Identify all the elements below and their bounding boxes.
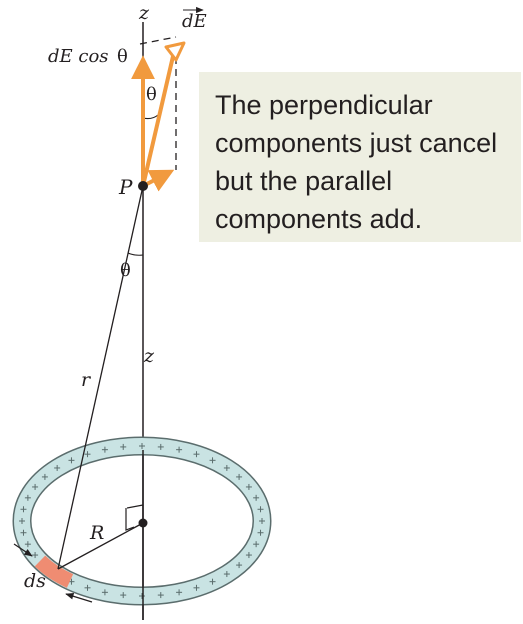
label-theta-top: θ [146, 84, 157, 105]
dE-vector [141, 51, 176, 187]
ring-center-dot [138, 518, 148, 528]
label-ds: ds [24, 570, 46, 592]
ring-charges [19, 443, 265, 599]
dE-vector-head [164, 41, 186, 62]
label-dE-cos-prefix: dE cos [48, 46, 109, 67]
label-dE: dE [182, 11, 207, 32]
label-dE-cos-theta: dE cos θ [48, 46, 128, 67]
label-theta-mid: θ [120, 260, 131, 281]
right-angle-marker [125, 508, 135, 531]
ds-segment [34, 555, 74, 588]
theta-arc-lower [127, 252, 144, 256]
label-P: P [118, 175, 133, 199]
theta-arc-top [142, 114, 159, 120]
dE-perpendicular-vector [142, 169, 175, 192]
point-P [138, 181, 148, 191]
r-line [57, 185, 144, 570]
label-r: r [81, 369, 92, 391]
ds-arrow-bottom [65, 593, 93, 603]
label-cos-theta-symbol: θ [117, 46, 128, 67]
label-z-mid: z [143, 345, 155, 367]
label-R: R [89, 522, 104, 544]
explanation-callout: The perpendicular components just cancel… [199, 72, 521, 242]
charged-ring [12, 436, 272, 606]
R-line [57, 522, 144, 570]
ds-arrow-top [13, 543, 33, 557]
explanation-text: The perpendicular components just cancel… [215, 90, 498, 234]
dashed-top [139, 36, 177, 45]
label-z-top: z [138, 2, 150, 24]
